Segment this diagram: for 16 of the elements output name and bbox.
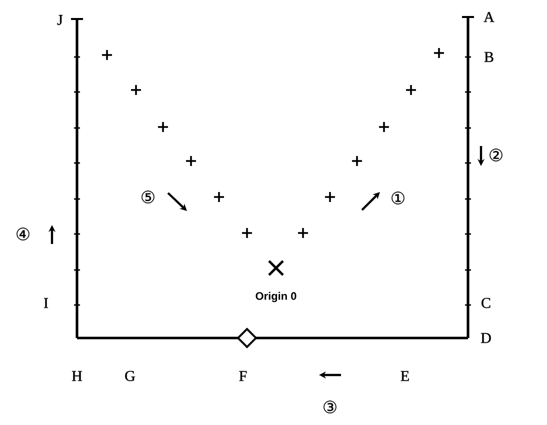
axis-label: E [400,371,409,381]
axis-label: ③ [324,400,336,414]
axis-label: I [44,298,48,308]
axis-label: ④ [16,228,30,240]
axis-label: H [72,371,82,381]
axis-label: ⑤ [142,190,154,204]
axis-label: ① [392,192,404,204]
axis-label: D [481,333,491,343]
axis-label: G [125,370,135,382]
axis-label: Origin 0 [256,292,296,302]
axis-label: A [484,12,494,22]
axis-label: ② [490,148,502,162]
axis-label: C [482,298,490,308]
axis-label: F [239,371,247,381]
axis-label: B [484,52,494,62]
axis-label: J [57,15,63,25]
